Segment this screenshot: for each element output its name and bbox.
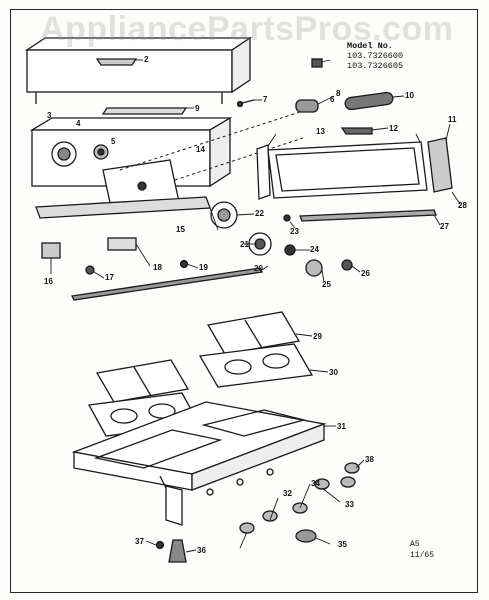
cooktop-frame	[71, 401, 327, 526]
oven-knobs	[284, 244, 353, 277]
side-cap	[427, 137, 453, 193]
nut-part	[311, 58, 323, 68]
part-number-22: 22	[255, 209, 264, 218]
collar-part	[295, 529, 317, 543]
revision-date: 11/65	[410, 551, 435, 560]
side-trim	[256, 144, 271, 200]
part-number-10: 10	[405, 91, 414, 100]
part-number-13: 13	[316, 127, 325, 136]
bracket-part	[340, 127, 373, 135]
part-number-2: 2	[144, 55, 149, 64]
part-number-21: 21	[240, 240, 249, 249]
part-number-15: 15	[176, 225, 185, 234]
part-number-3: 3	[47, 111, 52, 120]
part-number-17: 17	[105, 273, 114, 282]
part-number-32: 32	[283, 489, 292, 498]
model-number-2: 103.7326605	[347, 61, 404, 71]
part-number-20: 20	[254, 264, 263, 273]
part-number-34: 34	[311, 479, 320, 488]
part-number-24: 24	[310, 245, 319, 254]
part-number-29: 29	[313, 332, 322, 341]
part-number-27: 27	[440, 222, 449, 231]
burner-knobs	[239, 462, 360, 534]
part-number-6: 6	[330, 95, 335, 104]
part-number-7: 7	[263, 95, 268, 104]
clock-part	[93, 144, 109, 160]
part-number-36: 36	[197, 546, 206, 555]
trim-strip	[101, 107, 188, 115]
part-number-28: 28	[458, 201, 467, 210]
nut-19	[179, 259, 189, 269]
backguard-panel	[24, 36, 253, 104]
part-number-4: 4	[76, 119, 81, 128]
diagram-border	[10, 9, 478, 593]
part-number-18: 18	[153, 263, 162, 272]
part-number-30: 30	[329, 368, 338, 377]
burner-grates-back	[206, 311, 301, 355]
model-header: Model No.	[347, 41, 393, 51]
part-number-23: 23	[290, 227, 299, 236]
part-number-35: 35	[338, 540, 347, 549]
small-screw	[283, 214, 291, 222]
part-number-31: 31	[337, 422, 346, 431]
part-number-25: 25	[322, 280, 331, 289]
revision-code: A5	[410, 540, 420, 549]
rod-part	[71, 267, 263, 301]
valve-part	[210, 201, 238, 229]
leg-part	[155, 539, 187, 563]
igniter-parts	[295, 91, 394, 113]
watermark-text: AppliancePartsPros.com	[40, 10, 454, 48]
burner-tray-back	[198, 343, 314, 388]
model-number-box: Model No. 103.7326600 103.7326605	[347, 41, 403, 71]
part-number-8: 8	[336, 89, 341, 98]
part-number-14: 14	[196, 145, 205, 154]
leader-lines	[119, 111, 304, 181]
part-number-12: 12	[389, 124, 398, 133]
part-number-38: 38	[365, 455, 374, 464]
part-number-5: 5	[111, 137, 116, 146]
thermostat-dial	[248, 232, 272, 256]
oven-window	[267, 141, 428, 199]
part-number-19: 19	[199, 263, 208, 272]
part-callouts	[50, 59, 461, 553]
clip-part	[85, 265, 95, 275]
part-number-11: 11	[448, 115, 457, 124]
screw-part	[236, 99, 255, 108]
part-number-9: 9	[195, 104, 200, 113]
revision-stamp: A5 11/65	[410, 539, 434, 561]
part-number-16: 16	[44, 277, 53, 286]
part-number-33: 33	[345, 500, 354, 509]
mount-brackets	[41, 237, 137, 259]
part-number-26: 26	[361, 269, 370, 278]
part-number-37: 37	[135, 537, 144, 546]
burner-grates-front	[95, 359, 190, 403]
long-strip	[299, 209, 437, 222]
model-number-1: 103.7326600	[347, 51, 404, 61]
